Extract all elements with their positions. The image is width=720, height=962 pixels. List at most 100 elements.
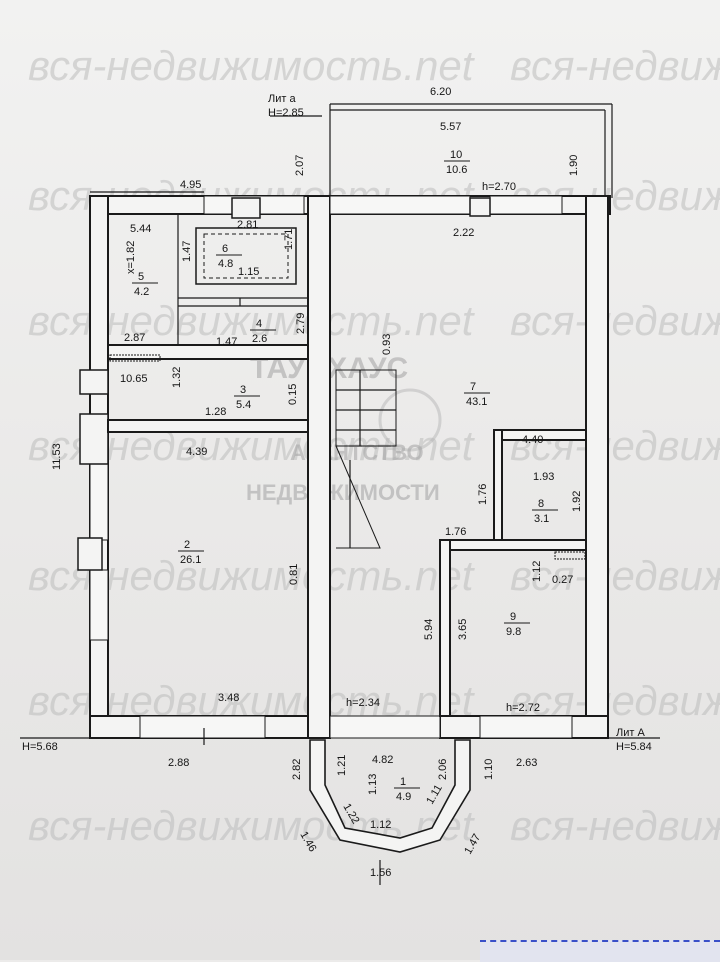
room-area: 4.8 bbox=[218, 258, 233, 270]
room-number: 6 bbox=[222, 243, 228, 255]
dimension-label: 3.65 bbox=[457, 619, 469, 640]
lit-a-label: Лит А bbox=[616, 727, 645, 739]
pillar bbox=[231, 197, 261, 219]
dimension-label: 1.13 bbox=[367, 774, 379, 795]
plan-annotations: Лит а H=2.85 Лит А H=5.84 H=5.68 11.53 bbox=[22, 93, 652, 753]
dimension-label: 2.79 bbox=[295, 313, 307, 334]
room-number: 5 bbox=[138, 271, 144, 283]
room-area: 4.2 bbox=[134, 286, 149, 298]
interior-partitions bbox=[107, 214, 587, 717]
dimension-label: 0.93 bbox=[381, 334, 393, 355]
wall-right bbox=[585, 195, 609, 737]
room-area: 43.1 bbox=[466, 396, 487, 408]
dimension-label: 1.12 bbox=[531, 561, 543, 582]
dimension-label: h=2.72 bbox=[506, 702, 540, 714]
left-height-label: H=5.68 bbox=[22, 741, 58, 753]
dimension-label: 1.93 bbox=[533, 471, 554, 483]
partition-wall bbox=[107, 344, 309, 360]
window bbox=[139, 715, 266, 739]
dimension-label: 2.63 bbox=[516, 757, 537, 769]
partition-wall bbox=[493, 429, 503, 547]
room-number: 7 bbox=[470, 381, 476, 393]
room-area: 4.9 bbox=[396, 791, 411, 803]
dimension-label: 4.95 bbox=[180, 179, 201, 191]
fixture-outline bbox=[195, 227, 297, 285]
pillar bbox=[79, 413, 109, 465]
bay-entry bbox=[309, 739, 471, 885]
staircase-flight bbox=[335, 445, 381, 549]
dimension-label: 1.56 bbox=[370, 867, 391, 879]
partition-wall bbox=[439, 539, 587, 551]
watermark-text: вся-недвижимость.net bbox=[510, 42, 720, 89]
dimension-label: 1.71 bbox=[283, 229, 295, 250]
room-number: 10 bbox=[450, 149, 462, 161]
watermark-text: вся-недвижимость.net bbox=[510, 802, 720, 849]
window bbox=[489, 195, 563, 215]
window bbox=[89, 569, 109, 641]
pillar bbox=[469, 197, 491, 217]
logo-circle-icon bbox=[378, 388, 442, 452]
room-area: 10.6 bbox=[446, 164, 467, 176]
dimension-label: 1.76 bbox=[445, 526, 466, 538]
dimension-label: 6.20 bbox=[430, 86, 451, 98]
room-number: 9 bbox=[510, 611, 516, 623]
dimension-label: 10.65 bbox=[120, 373, 148, 385]
dimension-label: x=1.82 bbox=[125, 241, 137, 274]
room-number: 2 bbox=[184, 539, 190, 551]
room-number: 4 bbox=[256, 318, 262, 330]
room-area: 5.4 bbox=[236, 399, 251, 411]
dimension-label: 4.82 bbox=[372, 754, 393, 766]
dimension-label: 1.28 bbox=[205, 406, 226, 418]
dimension-label: 1.90 bbox=[568, 155, 580, 176]
dimension-label: 0.27 bbox=[552, 574, 573, 586]
dimension-label: 2.07 bbox=[294, 155, 306, 176]
dimension-label: 1.32 bbox=[171, 367, 183, 388]
partition-wall bbox=[439, 539, 451, 717]
partition-wall bbox=[107, 419, 309, 433]
window bbox=[329, 195, 471, 215]
lit-a-height: H=5.84 bbox=[616, 741, 652, 753]
dimension-label: 2.87 bbox=[124, 332, 145, 344]
radiator-icon bbox=[554, 551, 586, 560]
overall-left-dimension: 11.53 bbox=[51, 443, 63, 470]
window bbox=[329, 715, 441, 739]
dimension-label: 1.76 bbox=[477, 484, 489, 505]
document-stamp bbox=[480, 940, 720, 962]
dimension-label: 5.94 bbox=[423, 619, 435, 640]
dimension-label: 2.88 bbox=[168, 757, 189, 769]
room-area: 3.1 bbox=[534, 513, 549, 525]
pillar bbox=[79, 369, 109, 395]
dimension-label: 1.15 bbox=[238, 266, 259, 278]
dimension-lines bbox=[20, 191, 660, 745]
wall-inner-vertical bbox=[307, 195, 331, 739]
dimension-label: 5.57 bbox=[440, 121, 461, 133]
room-number: 8 bbox=[538, 498, 544, 510]
dimension-label: 4.39 bbox=[186, 446, 207, 458]
dimension-label: 2.22 bbox=[453, 227, 474, 239]
dimension-label: 1.47 bbox=[181, 241, 193, 262]
dimension-label: 1.10 bbox=[483, 759, 495, 780]
room-labels: 10 10.6 6 4.8 5 4.2 4 2.63 5.4 7 43.1 2 26.1 8 3.1 9 9.8… bbox=[132, 149, 558, 803]
fixture-outline bbox=[203, 233, 289, 279]
room-area: 9.8 bbox=[506, 626, 521, 638]
agency-line2: НЕДВИЖИМОСТИ bbox=[246, 480, 440, 505]
dimension-label: 1.21 bbox=[336, 755, 348, 776]
terrace-outline bbox=[270, 103, 613, 200]
lit-a-small-label: Лит а bbox=[268, 93, 296, 105]
dimension-label: h=2.34 bbox=[346, 697, 380, 709]
room-number: 1 bbox=[400, 776, 406, 788]
dimension-label: 2.82 bbox=[291, 759, 303, 780]
window bbox=[479, 715, 573, 739]
radiator-icon bbox=[109, 354, 161, 362]
watermark-text: вся-недвижимость.net bbox=[28, 42, 476, 89]
pillar bbox=[77, 537, 103, 571]
dimension-label: h=2.70 bbox=[482, 181, 516, 193]
dimension-label: 0.81 bbox=[288, 564, 300, 585]
room-area: 26.1 bbox=[180, 554, 201, 566]
dimension-label: 5.44 bbox=[130, 223, 151, 235]
bay-wall bbox=[309, 739, 471, 853]
room-number: 3 bbox=[240, 384, 246, 396]
